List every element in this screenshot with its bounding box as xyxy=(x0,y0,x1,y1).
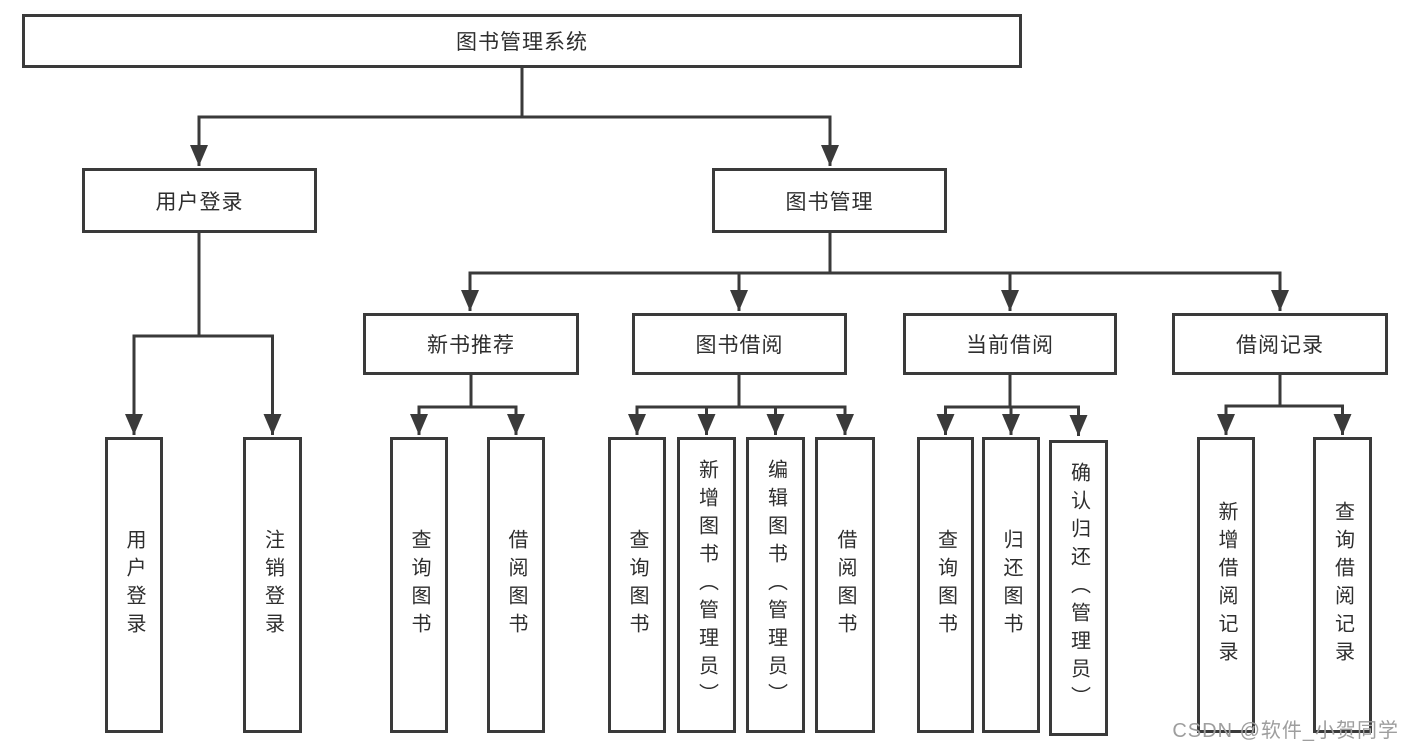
leaf-current-return-books: 归还图书 xyxy=(982,437,1040,733)
leaf-user-login: 用户登录 xyxy=(105,437,163,733)
node-root-library-system: 图书管理系统 xyxy=(22,14,1022,68)
node-borrow-records: 借阅记录 xyxy=(1172,313,1388,375)
leaf-current-query-books: 查询图书 xyxy=(917,437,974,733)
connector-records-to-leaves xyxy=(1217,375,1352,435)
leaf-current-confirm-return-admin: 确认归还（管理员） xyxy=(1049,440,1108,736)
connector-recommend-to-leaves xyxy=(410,375,525,435)
connector-login-to-leaves xyxy=(125,232,282,435)
leaf-borrow-query-books: 查询图书 xyxy=(608,437,666,733)
leaf-borrow-add-books-admin: 新增图书（管理员） xyxy=(677,437,736,733)
leaf-recommend-borrow-books: 借阅图书 xyxy=(487,437,545,733)
leaf-borrow-edit-books-admin: 编辑图书（管理员） xyxy=(746,437,805,733)
node-book-manage: 图书管理 xyxy=(712,168,947,233)
connector-root-to-level2 xyxy=(190,68,839,166)
leaf-recommend-query-books: 查询图书 xyxy=(390,437,448,733)
leaf-logout: 注销登录 xyxy=(243,437,302,733)
leaf-records-add-record: 新增借阅记录 xyxy=(1197,437,1255,733)
leaf-records-query-record: 查询借阅记录 xyxy=(1313,437,1372,733)
leaf-borrow-borrow-books: 借阅图书 xyxy=(815,437,875,733)
csdn-watermark: CSDN @软件_小贺同学 xyxy=(1172,720,1399,742)
node-book-borrow: 图书借阅 xyxy=(632,313,847,375)
node-current-borrow: 当前借阅 xyxy=(903,313,1117,375)
node-user-login: 用户登录 xyxy=(82,168,317,233)
connector-current-to-leaves xyxy=(936,375,1088,436)
connector-borrow-to-leaves xyxy=(628,375,854,435)
connector-manage-to-sections xyxy=(461,233,1289,311)
node-new-book-recommend: 新书推荐 xyxy=(363,313,579,375)
